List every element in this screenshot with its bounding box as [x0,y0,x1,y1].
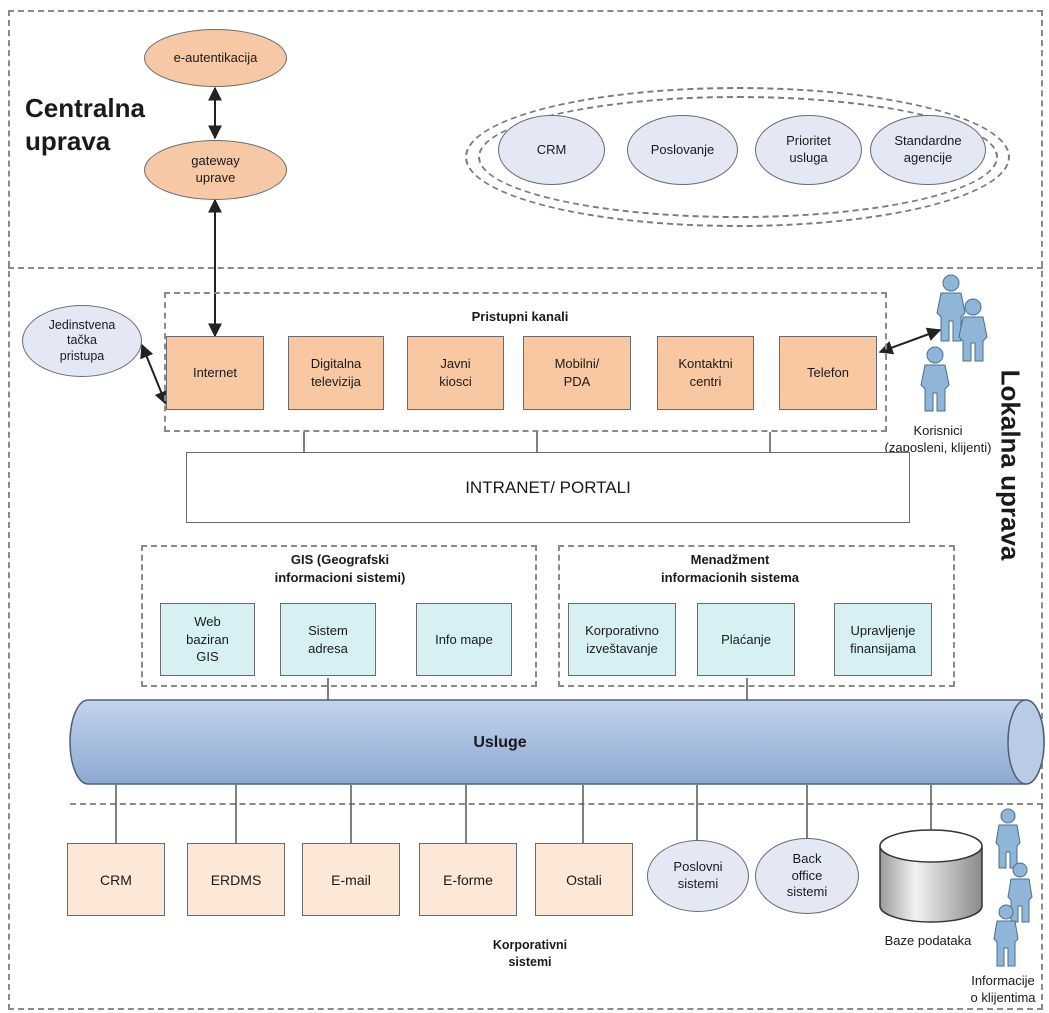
gis-web-based: Web baziran GIS [160,603,255,676]
gis-title-line2: informacioni sistemi) [274,569,406,585]
corp-business-systems: Poslovni sistemi [647,840,749,912]
services-bus [69,699,1045,785]
corp-eforms-label: E-forme [443,871,493,888]
channel-digital-tv: Digitalna televizija [288,336,384,410]
gateway-line1: gateway [191,153,240,169]
corporate-title-line1: Korporativni [492,938,568,952]
central-local-divider [8,267,1043,269]
intranet-portals-box: INTRANET/ PORTALI [186,452,910,523]
corp-crm: CRM [67,843,165,916]
gis-title-line1: GIS (Geografski [290,552,390,567]
single-point-line2: tačka [67,333,97,348]
access-channels-title: Pristupni kanali [471,309,569,324]
services-corporate-divider [70,803,1043,805]
gis-info-maps: Info mape [416,603,512,676]
gateway-node: gateway uprave [144,140,287,200]
central-crm-label: CRM [536,141,567,157]
access-channels-group [164,292,887,432]
corporate-title-line2: sistemi [508,954,552,969]
local-title-label: Lokalna uprava [995,369,1026,561]
local-title: Lokalna uprava [990,345,1030,585]
single-point-line1: Jedinstvena [48,317,116,332]
mis-finance-management: Upravljenje finansijama [834,603,932,676]
central-title: Centralna uprava [25,92,185,157]
central-prioritet-label: Prioritet usluga [786,133,831,165]
users-person-icon [920,274,988,412]
corp-other-label: Ostali [566,871,602,888]
central-title-line1: Centralna [25,93,145,123]
mis-title: Menadžment informacionih sistema [600,551,860,586]
databases-label: Baze podataka [884,933,972,948]
corp-back-office: Back office sistemi [755,838,859,914]
gis-title: GIS (Geografski informacioni sistemi) [220,551,460,586]
users-line1: Korisnici [913,423,963,438]
corp-erdms: ERDMS [187,843,285,916]
mis-corporate-reporting: Korporativno izveštavanje [568,603,676,676]
central-standardne-label: Standardne agencije [894,133,962,165]
central-poslovanje-node: Poslovanje [627,115,738,185]
channel-mobile-label: Mobilni/ PDA [554,356,600,389]
telefon-users-arrow [878,327,942,355]
central-group-inner-ellipse [478,96,998,218]
intranet-label: INTRANET/ PORTALI [465,477,631,497]
services-label: Usluge [473,734,527,751]
central-title-line2: uprava [25,125,111,156]
channel-contact-centers: Kontaktni centri [657,336,754,410]
channel-internet: Internet [166,336,264,410]
single-point-node: Jedinstvena tačka pristupa [22,305,142,377]
corp-email-label: E-mail [331,871,371,888]
corp-eforms: E-forme [419,843,517,916]
gis-address-system: Sistem adresa [280,603,376,676]
gis-address-system-label: Sistem adresa [308,622,348,656]
channel-telefon: Telefon [779,336,877,410]
corporate-title: Korporativni sistemi [470,937,590,971]
gis-web-based-label: Web baziran GIS [186,614,229,665]
mis-group [558,545,955,687]
central-crm-node: CRM [498,115,605,185]
gateway-line2: uprave [195,170,236,185]
corp-other: Ostali [535,843,633,916]
gis-group [141,545,537,687]
mis-finance-management-label: Upravljenje finansijama [850,622,916,656]
channel-contact-centers-label: Kontaktni centri [678,356,733,389]
channel-mobile: Mobilni/ PDA [523,336,631,410]
e-auth-label: e-autentikacija [173,49,258,65]
users-label: Korisnici (zaposleni, klijenti) [868,423,1008,457]
central-poslovanje-label: Poslovanje [650,141,715,157]
corp-erdms-label: ERDMS [210,871,262,888]
mis-payment-label: Plaćanje [721,631,771,647]
single-point-internet-arrow [140,343,168,406]
channel-kiosks: Javni kiosci [407,336,504,410]
channel-digital-tv-label: Digitalna televizija [310,356,362,389]
mis-title-line2: informacionih sistema [661,569,799,585]
channel-kiosks-label: Javni kiosci [439,356,472,389]
client-info-label: Informacije o klijentima [960,973,1046,1007]
gis-info-maps-label: Info mape [435,631,493,647]
corp-back-office-label: Back office sistemi [786,850,828,900]
mis-payment: Plaćanje [697,603,795,676]
mis-corporate-reporting-label: Korporativno izveštavanje [585,622,659,656]
single-point-line3: pristupa [59,348,105,363]
e-auth-node: e-autentikacija [144,29,287,87]
users-line2: (zaposleni, klijenti) [884,439,992,455]
client-info-line1: Informacije [971,973,1035,988]
channel-internet-label: Internet [192,365,238,381]
channel-telefon-label: Telefon [807,365,849,381]
corp-email: E-mail [302,843,400,916]
client-info-line2: o klijentima [970,989,1036,1005]
corp-business-systems-label: Poslovni sistemi [673,859,723,891]
corp-crm-label: CRM [100,871,132,888]
mis-title-line1: Menadžment [690,552,770,567]
client-info-person-icon [993,808,1033,967]
central-prioritet-node: Prioritet usluga [755,115,862,185]
central-standardne-node: Standardne agencije [870,115,986,185]
central-group-outer-ellipse [465,87,1010,227]
outer-frame [8,10,1043,1010]
database-icon [879,829,983,923]
